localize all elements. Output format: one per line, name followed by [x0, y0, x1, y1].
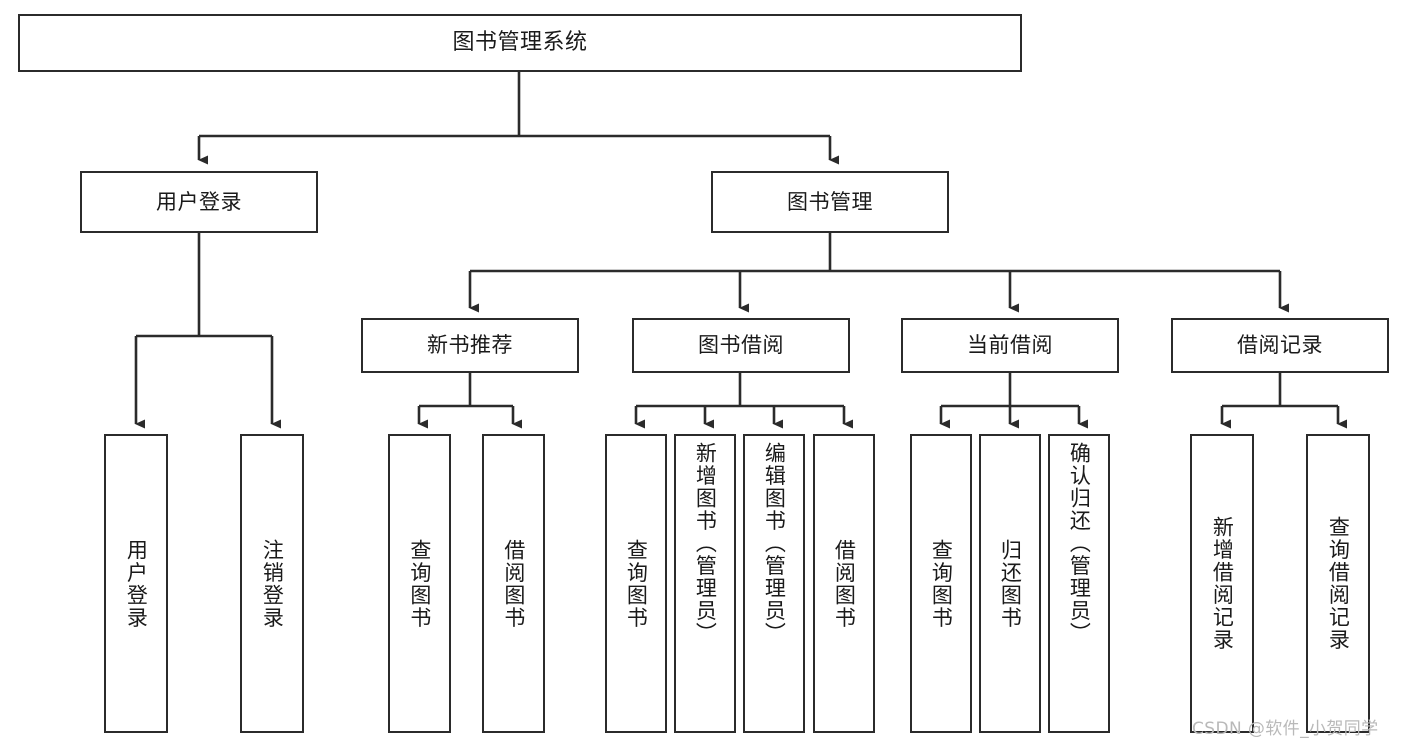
node-label: 编辑图书（管理员） — [762, 442, 787, 645]
leaf-current-borrow-return-book[interactable]: 归还图书 — [979, 434, 1041, 733]
node-root-book-management-system[interactable]: 图书管理系统 — [18, 14, 1022, 72]
node-label: 新增图书（管理员） — [693, 442, 718, 645]
leaf-user-login-logout[interactable]: 注销登录 — [240, 434, 304, 733]
leaf-current-borrow-query-book[interactable]: 查询图书 — [910, 434, 972, 733]
node-label: 新增借阅记录 — [1210, 516, 1235, 651]
node-label: 借阅记录 — [1237, 333, 1323, 357]
node-book-management[interactable]: 图书管理 — [711, 171, 949, 233]
node-book-borrow[interactable]: 图书借阅 — [632, 318, 850, 373]
node-user-login[interactable]: 用户登录 — [80, 171, 318, 233]
node-label: 注销登录 — [260, 538, 285, 629]
node-label: 查询借阅记录 — [1326, 516, 1351, 651]
leaf-current-borrow-confirm-return-admin[interactable]: 确认归还（管理员） — [1048, 434, 1110, 733]
node-label: 图书管理系统 — [452, 30, 588, 55]
node-label: 借阅图书 — [501, 538, 526, 629]
node-new-book-recommend[interactable]: 新书推荐 — [361, 318, 579, 373]
leaf-book-borrow-borrow-book[interactable]: 借阅图书 — [813, 434, 875, 733]
node-label: 用户登录 — [124, 538, 149, 629]
node-label: 图书借阅 — [698, 333, 784, 357]
node-label: 借阅图书 — [832, 538, 857, 629]
node-current-borrow[interactable]: 当前借阅 — [901, 318, 1119, 373]
node-label: 查询图书 — [929, 538, 954, 629]
node-label: 用户登录 — [156, 189, 242, 214]
node-label: 查询图书 — [407, 538, 432, 629]
leaf-book-borrow-edit-book-admin[interactable]: 编辑图书（管理员） — [743, 434, 805, 733]
leaf-book-borrow-add-book-admin[interactable]: 新增图书（管理员） — [674, 434, 736, 733]
leaf-new-book-query-book[interactable]: 查询图书 — [388, 434, 451, 733]
node-label: 当前借阅 — [967, 333, 1053, 357]
leaf-new-book-borrow-book[interactable]: 借阅图书 — [482, 434, 545, 733]
leaf-user-login-login[interactable]: 用户登录 — [104, 434, 168, 733]
node-label: 查询图书 — [624, 538, 649, 629]
leaf-borrow-record-add-record[interactable]: 新增借阅记录 — [1190, 434, 1254, 733]
leaf-book-borrow-query-book[interactable]: 查询图书 — [605, 434, 667, 733]
node-label: 图书管理 — [787, 189, 873, 214]
node-label: 归还图书 — [998, 538, 1023, 629]
node-label: 新书推荐 — [427, 333, 513, 357]
leaf-borrow-record-query-record[interactable]: 查询借阅记录 — [1306, 434, 1370, 733]
node-borrow-record[interactable]: 借阅记录 — [1171, 318, 1389, 373]
watermark: CSDN @软件_小贺同学 — [1192, 719, 1379, 739]
node-label: 确认归还（管理员） — [1067, 442, 1092, 645]
